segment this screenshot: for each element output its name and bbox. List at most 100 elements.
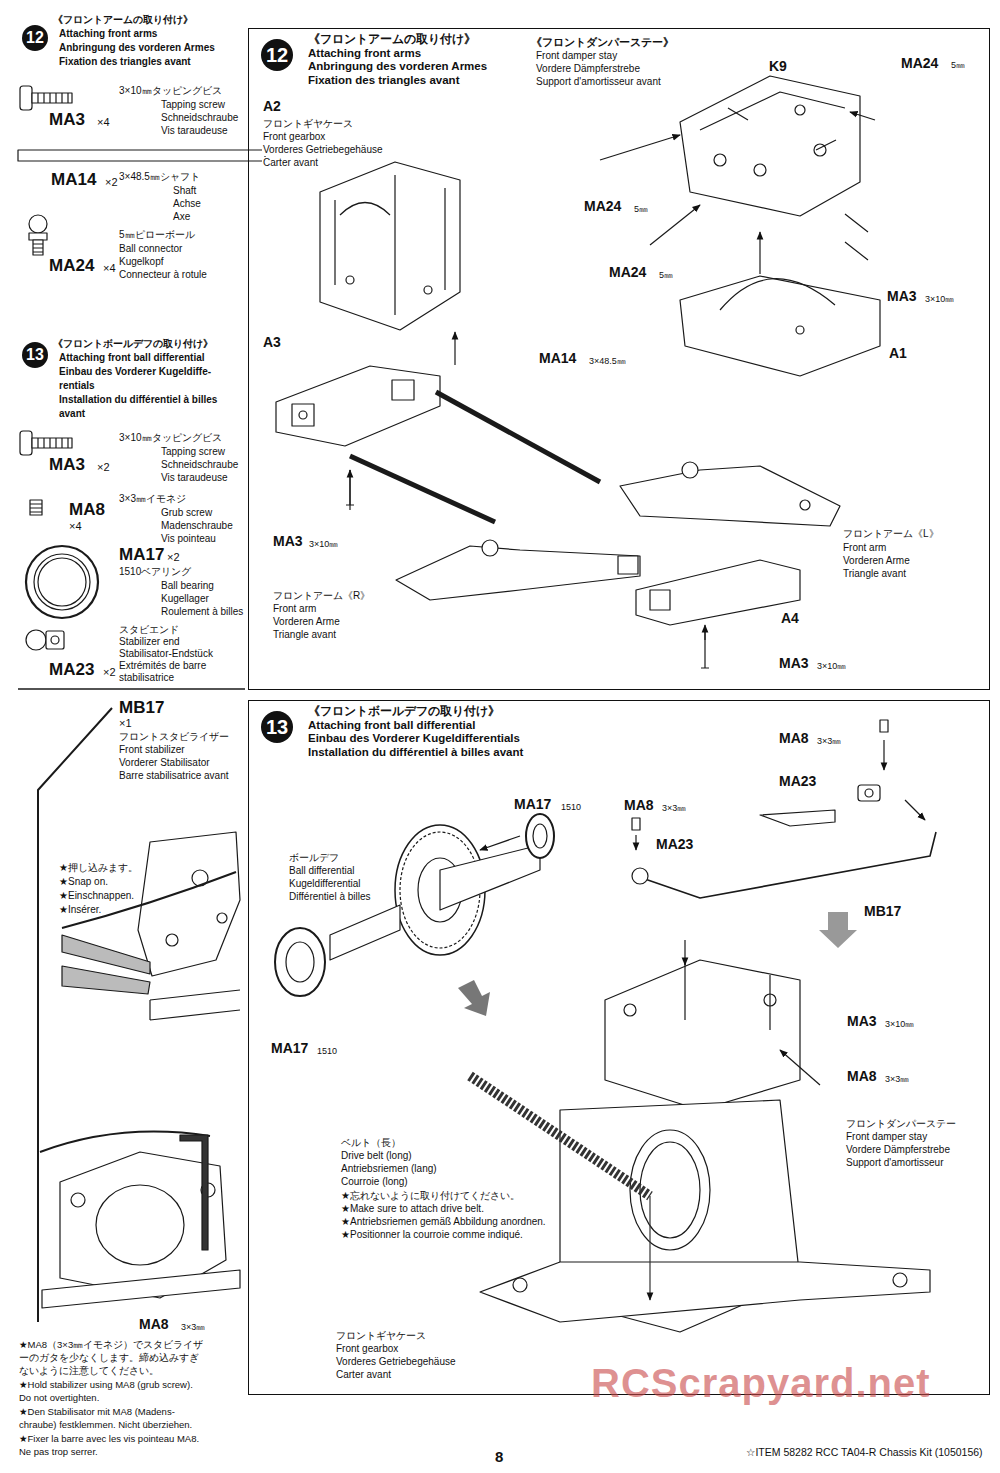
gear-cover-a1 — [680, 276, 880, 376]
front-gearbox-a2 — [320, 162, 460, 330]
part-code: A3 — [262, 334, 282, 350]
step-heading: Installation du différentiel à billes av… — [307, 746, 524, 760]
part-code: MA17 — [270, 1040, 309, 1056]
tapping-screw-icon — [32, 438, 72, 448]
step-heading: avant — [58, 408, 86, 420]
stabilizer-tightening-detail — [42, 1270, 240, 1308]
part-code: MA8 — [846, 1068, 878, 1084]
ball-bearing-icon — [38, 558, 86, 606]
caption-text: Roulement à billes — [160, 606, 244, 618]
caption-text: Vorderes Getriebegehäuse — [335, 1356, 457, 1368]
caption-text: ★押し込みます。 — [58, 862, 139, 874]
part-code: MA3 — [272, 533, 304, 549]
screws-ma3 — [728, 108, 836, 150]
assembly-arrows — [480, 740, 925, 1085]
caption-text: Vorderes Getriebegehäuse — [262, 144, 384, 156]
caption-text: Axe — [172, 211, 191, 223]
step-heading: Anbringung des vorderen Armes — [58, 42, 216, 54]
caption-text: Stabilisator-Endstück — [118, 648, 214, 660]
step-heading: Attaching front ball differential — [58, 352, 206, 364]
ball-differential — [330, 905, 400, 960]
tapping-screw-icon — [20, 431, 72, 455]
tapping-screw-icon — [32, 93, 72, 103]
dimension: 1510 — [316, 1046, 338, 1056]
caption-text: Grub screw — [160, 507, 213, 519]
step-number: 13 — [26, 347, 44, 363]
front-arm-r — [618, 556, 638, 574]
caption-text: ベルト（長） — [340, 1137, 402, 1149]
part-code: MA3 — [48, 110, 86, 130]
watermark: RCScrapyard.net — [590, 1360, 932, 1406]
quantity: ×4 — [96, 116, 111, 129]
snap-on-detail — [62, 966, 150, 994]
front-stabilizer-mb17 — [642, 832, 936, 898]
ball-bearing-icon — [34, 554, 90, 610]
step-number-circle: 13 — [22, 342, 48, 368]
footer-text: ☆ITEM 58282 RCC TA04-R Chassis Kit (1050… — [745, 1446, 984, 1458]
note-text: ★Fixer la barre avec les vis pointeau MA… — [18, 1434, 200, 1445]
step-heading: Einbau des Vorderer Kugeldiffe- — [58, 366, 212, 378]
ball-connector-icon — [33, 240, 43, 255]
separator-line — [18, 688, 245, 690]
step-heading: 《フロントアームの取り付け》 — [307, 33, 488, 47]
stabilizer-tightening-detail — [96, 1185, 184, 1265]
part-code: MA8 — [68, 500, 106, 520]
part-code: A2 — [262, 98, 282, 114]
front-assembly — [513, 1278, 527, 1292]
caption-text: 3×10㎜タッピングビス — [118, 432, 223, 444]
dimension: 3×3㎜ — [884, 1074, 910, 1084]
stabilizer-end-icon — [26, 630, 46, 650]
caption-text: Madenschraube — [160, 520, 234, 532]
ball-differential — [440, 845, 540, 910]
damper-stay-k9 — [795, 105, 805, 115]
snap-on-detail — [138, 832, 240, 976]
front-assembly — [480, 960, 930, 1332]
assembly-arrows — [349, 470, 350, 510]
bulkhead-a3 — [276, 366, 440, 446]
shaft-icon — [18, 150, 265, 161]
stabilizer-end-icon — [46, 631, 64, 649]
front-gearbox-a2 — [340, 203, 390, 216]
grub-screw-icon — [30, 500, 42, 515]
part-code: MA17 — [118, 545, 165, 565]
tapping-screw-icon — [20, 86, 32, 110]
assembly-arrows — [600, 135, 680, 160]
caption-text: ★忘れないように取り付けてください。 — [340, 1190, 521, 1202]
assembly-arrows — [759, 232, 760, 274]
front-stabilizer-mb17 — [632, 868, 648, 884]
assembly-arrows — [684, 940, 685, 965]
ball-connector-icon — [33, 244, 43, 252]
note-text: ★Hold stabilizer using MA8 (grub screw). — [18, 1380, 194, 1391]
front-gearbox-a2 — [335, 175, 445, 315]
part-code: MA24 — [48, 256, 95, 276]
ball-bearings-ma17 — [533, 824, 547, 848]
dimension: 3×3㎜ — [661, 803, 687, 813]
front-arm-r — [396, 546, 640, 600]
step-heading: Attaching front arms — [307, 47, 488, 61]
caption-text: 3×48.5㎜シャフト — [118, 171, 201, 183]
front-gearbox-a2 — [320, 162, 460, 330]
caption-text: Kugelkopf — [118, 256, 164, 268]
grub-screw-icon — [30, 504, 42, 512]
part-code: MA17 — [513, 796, 552, 812]
step-number: 13 — [266, 717, 288, 737]
caption-text: ボールデフ — [288, 852, 340, 864]
assembly-arrows — [650, 205, 700, 245]
caption-text: Vorderen Arme — [842, 555, 911, 567]
stabilizer-tightening-detail — [71, 1193, 85, 1207]
note-text: Ne pas trop serrer. — [18, 1447, 99, 1458]
step-panel: 《フロントボールデフの取り付け》Attaching front ball dif… — [248, 700, 990, 1395]
gray-direction-arrow — [819, 912, 857, 948]
snap-on-detail — [62, 832, 240, 1020]
caption-text: Carter avant — [335, 1369, 392, 1381]
step-heading: Einbau des Vorderer Kugeldifferentials — [307, 732, 524, 746]
bulkhead-a3 — [392, 380, 414, 400]
caption-text: フロントギヤケース — [335, 1330, 427, 1342]
bulkhead-a3 — [292, 404, 314, 426]
part-code: MA24 — [608, 264, 647, 280]
ball-bearing-icon — [26, 546, 98, 618]
note-text: ★Den Stabilisator mit MA8 (Madens- — [18, 1407, 176, 1418]
ball-connector-icon — [29, 233, 47, 240]
part-code: MA24 — [900, 55, 939, 71]
caption-text: Vis pointeau — [160, 533, 217, 545]
